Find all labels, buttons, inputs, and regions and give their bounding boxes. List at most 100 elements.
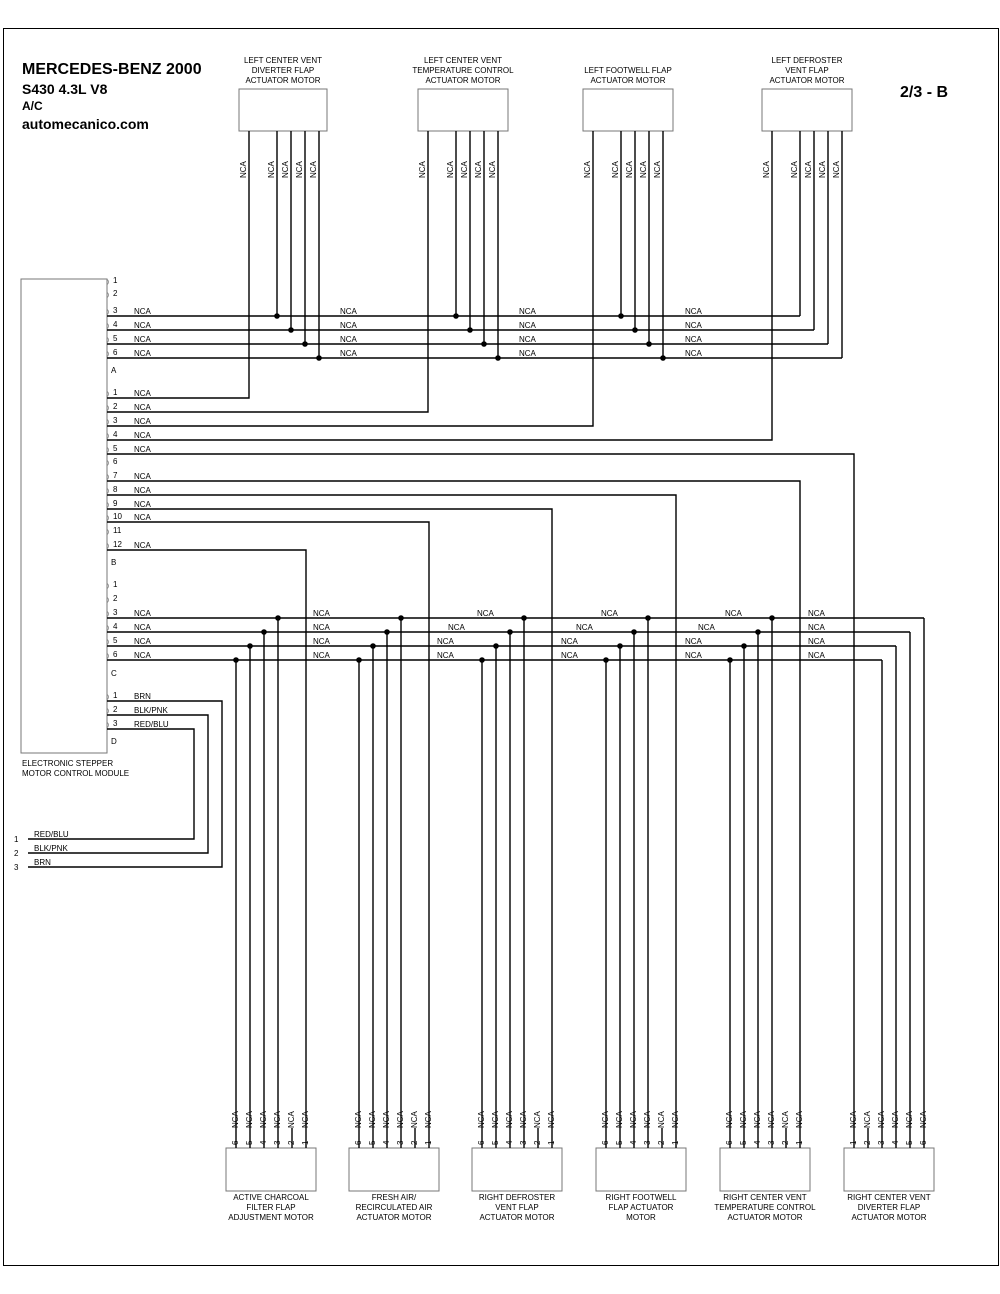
splice-dot — [493, 643, 499, 649]
harness-pin-number: 3 — [14, 863, 19, 872]
splice-dot — [302, 341, 308, 347]
pin-mark — [106, 473, 109, 481]
harness-pin-number: 1 — [14, 835, 19, 844]
wire-label-nca: NCA — [134, 500, 152, 509]
wire-label-nca: NCA — [657, 1110, 666, 1128]
bottom-motor-label: ACTUATOR MOTOR — [727, 1213, 802, 1222]
bottom-motor-box — [595, 1147, 687, 1192]
wire-label-nca: NCA — [134, 623, 152, 632]
wire-label-nca: NCA — [685, 651, 703, 660]
pin-number: 2 — [113, 402, 118, 411]
wire-label-nca: NCA — [808, 609, 826, 618]
pin-number: 3 — [113, 306, 118, 315]
splice-dot — [398, 615, 404, 621]
splice-dot — [356, 657, 362, 663]
pin-mark — [106, 487, 109, 495]
splice-dot — [370, 643, 376, 649]
pin-mark — [106, 278, 109, 286]
page-number: 2/3 - B — [900, 84, 949, 101]
wire-label-nca: NCA — [685, 307, 703, 316]
wire-label-nca: NCA — [583, 160, 592, 178]
power-wire — [28, 700, 223, 868]
pin-number: 7 — [113, 471, 118, 480]
wire-label-nca: NCA — [134, 651, 152, 660]
pin-mark — [106, 459, 109, 467]
wire-label-nca: NCA — [437, 651, 455, 660]
wire-label-nca: NCA — [281, 160, 290, 178]
connector-b-wire — [107, 549, 307, 1148]
wire-label-nca: NCA — [134, 389, 152, 398]
splice-dot — [288, 327, 294, 333]
splice-dot — [274, 313, 280, 319]
pin-number: 5 — [113, 444, 118, 453]
wire-label-nca: NCA — [134, 445, 152, 454]
splice-dot — [631, 629, 637, 635]
wire-color-label: RED/BLU — [34, 830, 69, 839]
bottom-motor-label: ADJUSTMENT MOTOR — [228, 1213, 314, 1222]
wire-label-nca: NCA — [134, 321, 152, 330]
wire-color-label: BRN — [34, 858, 51, 867]
top-motor-box — [238, 88, 328, 132]
wire-label-nca: NCA — [134, 609, 152, 618]
connector-b-wire — [107, 131, 594, 427]
pin-mark — [106, 336, 109, 344]
pin-number: 5 — [113, 334, 118, 343]
splice-dot — [507, 629, 513, 635]
splice-dot — [316, 355, 322, 361]
wire-label-nca: NCA — [725, 609, 743, 618]
wire-label-nca: NCA — [804, 160, 813, 178]
top-motor-label: LEFT FOOTWELL FLAP — [584, 66, 672, 75]
connector-b-wire — [107, 494, 677, 1148]
wire-label-nca: NCA — [410, 1110, 419, 1128]
pin-mark — [106, 390, 109, 398]
connector-b-wire — [107, 480, 801, 1148]
top-motor-label: ACTUATOR MOTOR — [425, 76, 500, 85]
pin-number: 4 — [113, 430, 118, 439]
pin-number: 2 — [113, 289, 118, 298]
splice-dot — [521, 615, 527, 621]
splice-dot — [247, 643, 253, 649]
wire-label-nca: NCA — [287, 1110, 296, 1128]
connector-b-wire — [107, 521, 430, 1148]
wire-label-nca: NCA — [808, 623, 826, 632]
stepper-module-box — [20, 278, 108, 754]
wire-label-nca: NCA — [134, 541, 152, 550]
wire-label-nca: NCA — [239, 160, 248, 178]
vehicle-model: S430 4.3L V8 — [22, 81, 108, 97]
pin-number: 2 — [113, 594, 118, 603]
wire-label-nca: NCA — [340, 307, 358, 316]
pin-number: 1 — [113, 580, 118, 589]
wire-label-nca: NCA — [134, 335, 152, 344]
wire-label-nca: NCA — [267, 160, 276, 178]
wire-label-nca: NCA — [488, 160, 497, 178]
wire-label-nca: NCA — [313, 637, 331, 646]
wire-label-nca: NCA — [863, 1110, 872, 1128]
pin-mark — [106, 693, 109, 701]
pin-mark — [106, 350, 109, 358]
top-motor-label: DIVERTER FLAP — [252, 66, 315, 75]
bottom-motor-label: RECIRCULATED AIR — [356, 1203, 433, 1212]
wire-label-nca: NCA — [313, 609, 331, 618]
wire-label-nca: NCA — [685, 349, 703, 358]
top-motor-box — [582, 88, 674, 132]
wire-label-nca: NCA — [460, 160, 469, 178]
bottom-motor-box — [843, 1147, 935, 1192]
wire-label-nca: NCA — [533, 1110, 542, 1128]
bottom-motor-label: FLAP ACTUATOR — [609, 1203, 674, 1212]
diagram-frame — [3, 28, 999, 1266]
pin-number: 1 — [113, 276, 118, 285]
wire-label-nca: NCA — [448, 623, 466, 632]
pin-number: 10 — [113, 512, 122, 521]
splice-dot — [495, 355, 501, 361]
bottom-motor-label: VENT FLAP — [495, 1203, 538, 1212]
wire-label-nca: NCA — [340, 349, 358, 358]
wire-label-nca: NCA — [832, 160, 841, 178]
power-wire — [28, 728, 195, 840]
wire-label-nca: NCA — [437, 637, 455, 646]
pin-number: 4 — [113, 320, 118, 329]
module-label-line1: ELECTRONIC STEPPER — [22, 759, 113, 768]
wire-label-nca: NCA — [561, 651, 579, 660]
splice-dot — [275, 615, 281, 621]
pin-number: 1 — [113, 388, 118, 397]
wire-label-nca: NCA — [134, 637, 152, 646]
